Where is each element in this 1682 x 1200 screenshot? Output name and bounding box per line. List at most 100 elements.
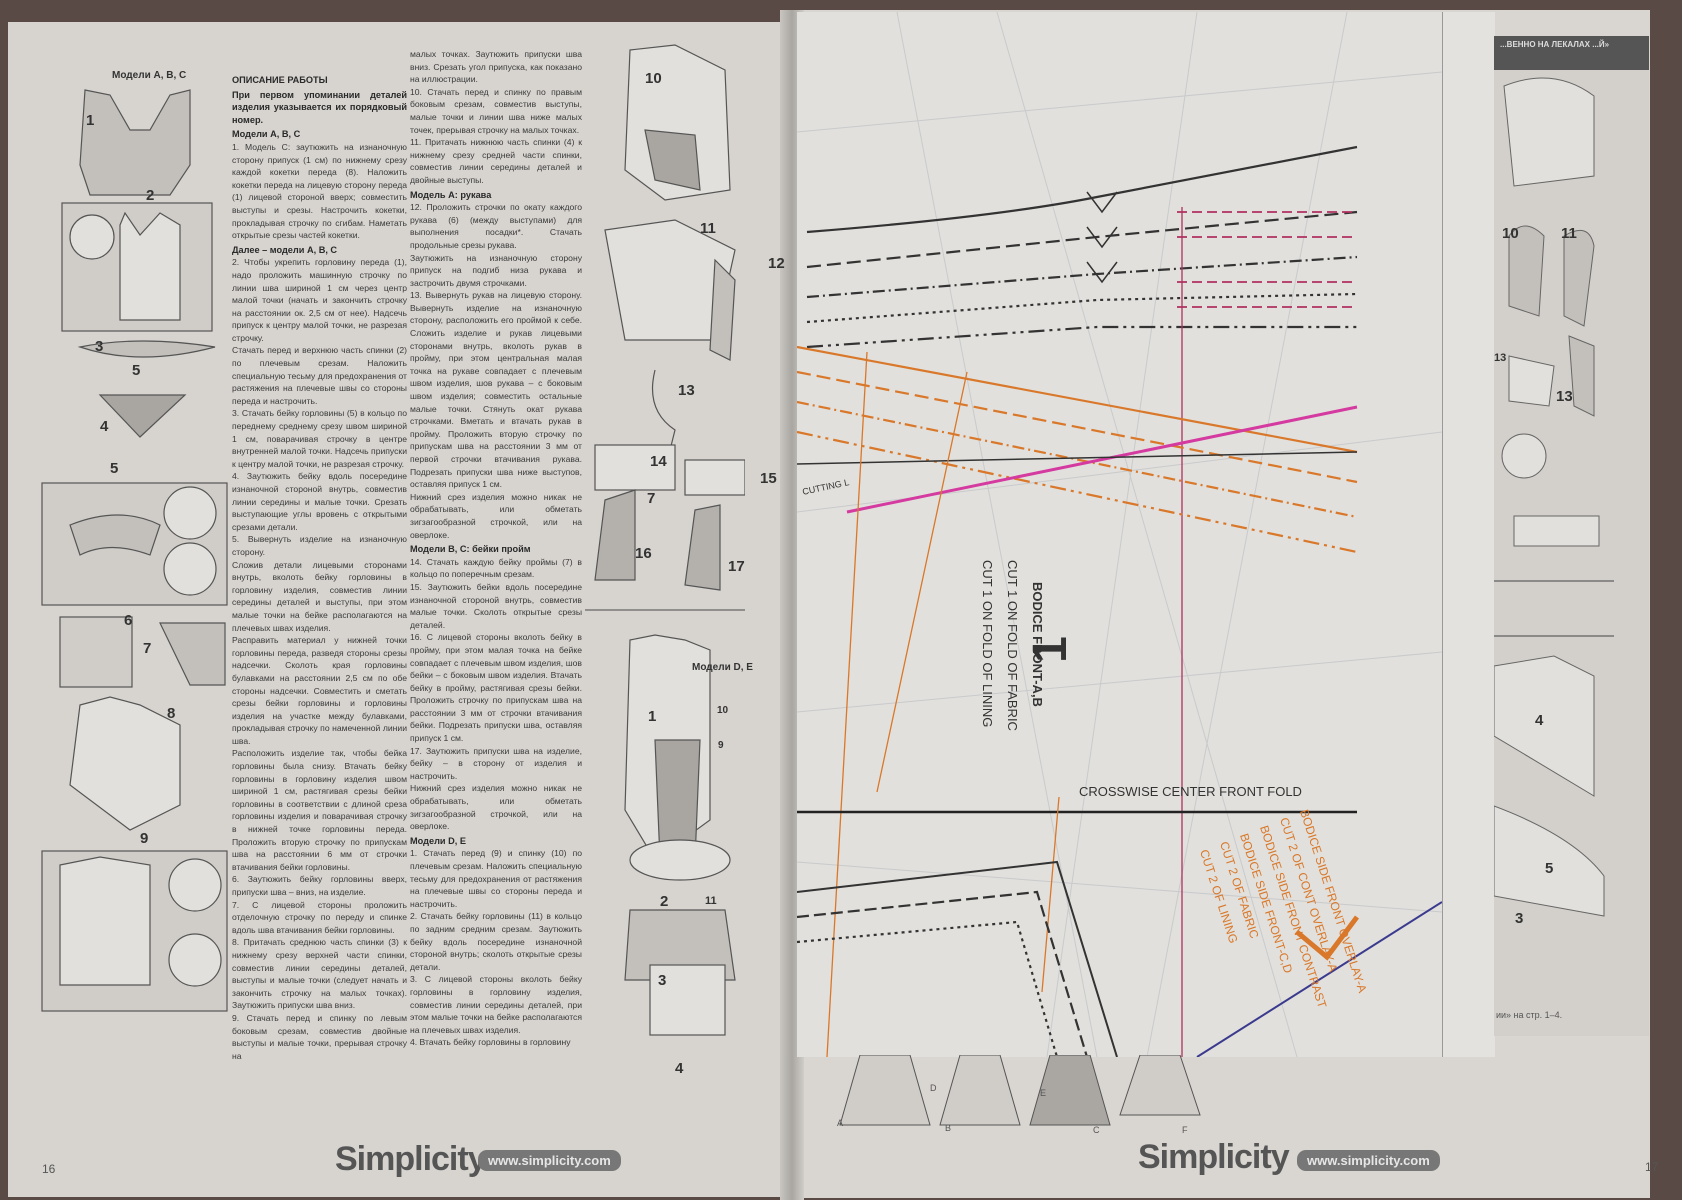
pattern-lines <box>797 12 1442 1057</box>
figure-number: 3 <box>1515 910 1524 927</box>
pattern-sheet: 1 BODICE FRONT-A,B CUT 1 ON FOLD OF FABR… <box>797 12 1442 1057</box>
figure-number: 1 <box>648 708 657 725</box>
instruction-paragraph: 4. Втачать бейку горловины в горловину <box>410 1037 571 1048</box>
instructions-column-2: малых точках. Заутюжить припуски шва вни… <box>410 48 582 1049</box>
instruction-paragraph: 2. Чтобы укрепить горловину переда (1), … <box>232 257 407 343</box>
instruction-paragraph: Заутюжить на изнаночную сторону припуск … <box>410 252 582 288</box>
figure-number: 12 <box>768 255 785 272</box>
instruction-paragraph: Нижний срез изделия можно никак не обраб… <box>410 491 582 540</box>
orange-line <box>797 345 1358 454</box>
instruction-paragraph: Стачать перед и верхнюю часть спинки (2)… <box>232 345 407 406</box>
figure-number: 14 <box>650 453 667 470</box>
figure-number: 4 <box>100 418 109 435</box>
magenta-line <box>846 405 1358 514</box>
instruction-paragraph: 1. Стачать перед (9) и спинку (10) по пл… <box>410 848 582 909</box>
fold-line-label: CROSSWISE CENTER FRONT FOLD <box>1079 784 1302 799</box>
figure-number: 3 <box>95 338 104 355</box>
instruction-paragraph: 7. С лицевой стороны проложить отделочну… <box>232 899 407 935</box>
figure-number: 9 <box>140 830 149 847</box>
cutting-line-dashed <box>806 210 1358 269</box>
folded-edge <box>1442 12 1495 1057</box>
figure-number: 6 <box>124 612 133 629</box>
page-number: 17 <box>1645 1160 1659 1174</box>
figure-number: 11 <box>705 895 717 907</box>
next-page-header: ...ВЕННО НА ЛЕКАЛАХ ...Й» <box>1494 36 1649 70</box>
cut-fabric-instruction: CUT 1 ON FOLD OF FABRIC <box>1005 560 1020 731</box>
instruction-paragraph: 16. С лицевой стороны вколоть бейку в пр… <box>410 632 582 744</box>
instruction-paragraph: 9. Стачать перед и спинку по левым боков… <box>232 1012 407 1061</box>
instruction-paragraph: 12. Проложить строчки по окату каждого р… <box>410 202 582 250</box>
figure-number: 3 <box>658 972 667 989</box>
instruction-paragraph: 3. Стачать бейку горловины (5) в кольцо … <box>232 408 407 469</box>
section-heading: ОПИСАНИЕ РАБОТЫ <box>232 75 328 85</box>
instruction-paragraph: 13. Вывернуть рукав на лицевую сторону. … <box>410 290 582 490</box>
section-heading: Далее – модели A, B, C <box>232 244 338 255</box>
skirt-label: C <box>1093 1125 1100 1135</box>
figure-number: 7 <box>143 640 152 657</box>
page-number: 16 <box>42 1162 56 1176</box>
figure-number: 17 <box>728 558 745 575</box>
instructions-column-1: ОПИСАНИЕ РАБОТЫ При первом упоминании дет… <box>232 72 407 1062</box>
instruction-paragraph: 17. Заутюжить припуски шва на изделие, б… <box>410 745 582 781</box>
skirt-label: F <box>1182 1125 1188 1135</box>
skirt-label: D <box>930 1083 937 1093</box>
instruction-paragraph: 4. Заутюжить бейку вдоль посередине изна… <box>232 471 407 532</box>
illustrations-sleeve-and-de <box>585 44 745 1036</box>
figure-number: 10 <box>645 70 662 87</box>
skirt-label: B <box>945 1123 952 1133</box>
figure-1-bodice <box>79 89 191 196</box>
section-heading: Модели A, B, C <box>232 129 301 140</box>
figure-number: 1 <box>86 112 95 129</box>
illustrations-abc <box>41 89 228 1012</box>
simplicity-logo: Simplicity <box>1138 1138 1290 1176</box>
instruction-paragraph: 2. Стачать бейку горловины (11) в кольцо… <box>410 911 582 972</box>
figure-number: 5 <box>1545 860 1554 877</box>
instruction-paragraph: 10. Стачать перед и спинку по правым бок… <box>410 86 582 135</box>
website-url[interactable]: www.simplicity.com <box>478 1150 621 1171</box>
instruction-paragraph: 3. С лицевой стороны вколоть бейку горло… <box>410 974 582 1035</box>
figures-title-abc: Модели A, B, C <box>112 70 187 81</box>
instruction-paragraph: 11. Притачать нижнюю часть спинки (4) к … <box>410 137 582 185</box>
instruction-paragraph: 14. Стачать каждую бейку проймы (7) в ко… <box>410 556 582 580</box>
figure-number: 5 <box>132 362 141 379</box>
instruction-paragraph: Сложив детали лицевыми сторонами внутрь,… <box>232 559 407 633</box>
figure-number: 13 <box>1494 352 1507 364</box>
instruction-paragraph: 8. Притачать среднюю часть спинки (3) к … <box>232 937 407 1011</box>
figure-number: 4 <box>675 1060 684 1077</box>
skirt-label: E <box>1040 1088 1047 1098</box>
instruction-paragraph: Нижний срез изделия можно никак не обраб… <box>410 783 582 832</box>
instruction-paragraph: малых точках. Заутюжить припуски шва вни… <box>410 49 582 85</box>
figure-number: 16 <box>635 545 652 562</box>
cut-lining-instruction: CUT 1 ON FOLD OF LINING <box>980 560 995 728</box>
figure-number: 4 <box>1535 712 1544 729</box>
figure-number: 11 <box>700 220 716 237</box>
figure-number: 5 <box>110 460 119 477</box>
simplicity-logo: Simplicity <box>335 1140 487 1178</box>
figure-number: 7 <box>647 490 656 507</box>
instruction-paragraph: 1. Модель С: заутюжить на изнаночную сто… <box>232 141 407 241</box>
next-page-edge <box>1493 36 1649 1036</box>
section-heading: Модели D, E <box>410 835 466 846</box>
skirt-illustrations <box>839 1055 1201 1126</box>
instruction-paragraph: 6. Заутюжить бейку горловины вверх, прип… <box>232 874 407 897</box>
instruction-paragraph: Расположить изделие так, чтобы бейка гор… <box>232 748 407 872</box>
website-url[interactable]: www.simplicity.com <box>1297 1150 1440 1171</box>
figure-number: 11 <box>1561 225 1577 242</box>
skirt-label: A <box>837 1118 844 1128</box>
section-heading: Модели B, C: бейки пройм <box>410 544 531 555</box>
instruction-paragraph: 15. Заутюжить бейки вдоль посередине изн… <box>410 581 582 630</box>
instruction-paragraph: Расправить материал у нижней точки горло… <box>232 635 407 746</box>
next-page-note: ии» на стр. 1–4. <box>1496 1010 1563 1020</box>
grainline-check <box>1295 915 1359 961</box>
figure-number: 13 <box>1556 388 1573 405</box>
navy-line <box>1196 901 1442 1057</box>
figures-title-de: Модели D, E <box>692 662 753 673</box>
figure-number: 13 <box>678 382 695 399</box>
figure-number: 8 <box>167 705 176 722</box>
figure-number: 9 <box>718 740 724 751</box>
instruction-paragraph: 5. Вывернуть изделие на изнаночную сторо… <box>232 534 407 557</box>
figure-number: 2 <box>660 893 669 910</box>
figure-number: 2 <box>146 187 155 204</box>
cutting-line-solid <box>806 145 1358 234</box>
section-heading: При первом упоминании деталей изделия ук… <box>232 89 407 125</box>
